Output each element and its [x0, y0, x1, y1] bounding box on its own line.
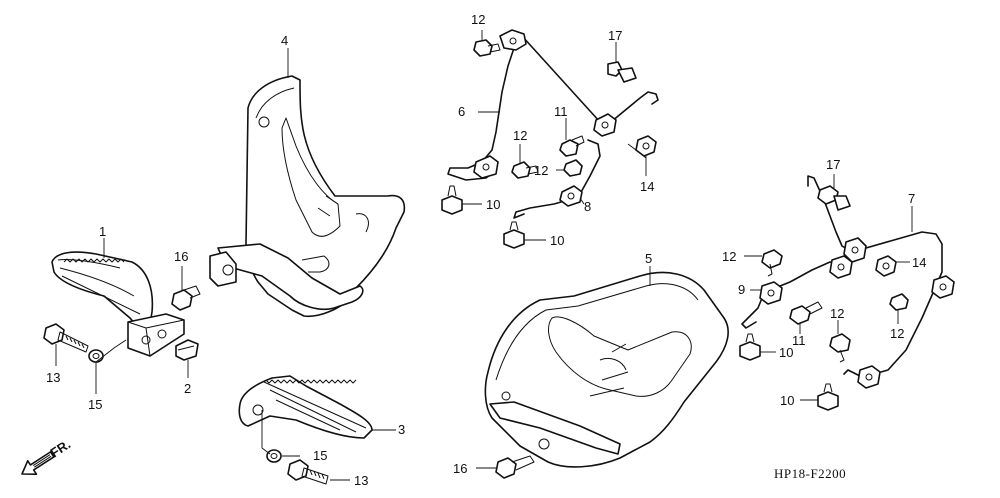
stay-7-part [807, 175, 955, 389]
bolt-16-left [171, 285, 201, 311]
callout-12-mid-b: 12 [534, 163, 548, 178]
callout-16-left: 16 [174, 249, 188, 264]
bolt-11-right [789, 301, 823, 325]
callout-8: 8 [584, 199, 591, 214]
bolt-11-top [559, 135, 585, 157]
callout-10-right-a: 10 [779, 345, 793, 360]
bolt-12-mid-a [511, 161, 539, 179]
bolt-10-left [441, 185, 463, 215]
bolt-16-lower [495, 455, 535, 479]
bolt-13-right [287, 459, 329, 485]
nut-14-right [875, 255, 897, 277]
callout-13-left: 13 [46, 370, 60, 385]
callout-14-top: 14 [640, 179, 654, 194]
guard-lower-part [484, 271, 729, 468]
washer-15-left [88, 349, 104, 363]
bolt-12-top [473, 39, 501, 57]
bolt-12-right-b [889, 293, 909, 311]
callout-3: 3 [398, 422, 405, 437]
callout-12-top: 12 [471, 12, 485, 27]
callout-10-mid: 10 [550, 233, 564, 248]
front-direction-indicator: FR. [21, 437, 73, 475]
callout-15-left: 15 [88, 397, 102, 412]
callout-7: 7 [908, 191, 915, 206]
callout-11-top: 11 [554, 104, 568, 119]
callout-16-lower: 16 [453, 461, 467, 476]
callout-6: 6 [458, 104, 465, 119]
callout-17-top: 17 [608, 28, 622, 43]
nut-14-top [635, 135, 657, 157]
callout-13-right: 13 [354, 473, 368, 488]
leader-lines [55, 30, 913, 481]
callout-labels: 4 1 16 2 13 15 3 15 13 16 5 12 17 6 11 1… [46, 12, 926, 488]
front-arrow-icon [21, 451, 55, 475]
stay-6-part [447, 29, 659, 181]
callout-12-mid-a: 12 [513, 128, 527, 143]
callout-2: 2 [184, 381, 191, 396]
callout-12-right-c: 12 [830, 306, 844, 321]
callout-4: 4 [281, 33, 288, 48]
callout-1: 1 [99, 224, 106, 239]
bolt-17-right [817, 185, 851, 211]
diagram-code: HP18-F2200 [774, 466, 846, 481]
footpeg-left-part [51, 251, 185, 357]
bolt-10-right-a [739, 333, 761, 361]
callout-14-right: 14 [912, 255, 926, 270]
callout-5: 5 [645, 251, 652, 266]
bolt-12-mid-b [563, 159, 583, 177]
callout-11-right: 11 [792, 333, 806, 348]
bolt-13-left [43, 323, 89, 353]
callout-12-right-b: 12 [890, 326, 904, 341]
callout-12-right-a: 12 [722, 249, 736, 264]
bolt-12-right-a [761, 249, 783, 277]
bolt-10-mid [503, 221, 525, 249]
callout-9: 9 [738, 282, 745, 297]
stay-8-part [513, 139, 601, 219]
callout-10-right-b: 10 [780, 393, 794, 408]
callout-17-right: 17 [826, 157, 840, 172]
callout-10-left: 10 [486, 197, 500, 212]
bolt-10-right-b [817, 383, 839, 411]
stay-9-part [741, 255, 853, 329]
bolt-12-right-c [829, 333, 851, 363]
bolt-17-top [607, 61, 637, 83]
callout-15-right: 15 [313, 448, 327, 463]
washer-15-right [266, 449, 282, 463]
guard-upper-part [209, 75, 406, 318]
footpeg-right-part [238, 375, 373, 439]
clip-part [175, 339, 199, 361]
